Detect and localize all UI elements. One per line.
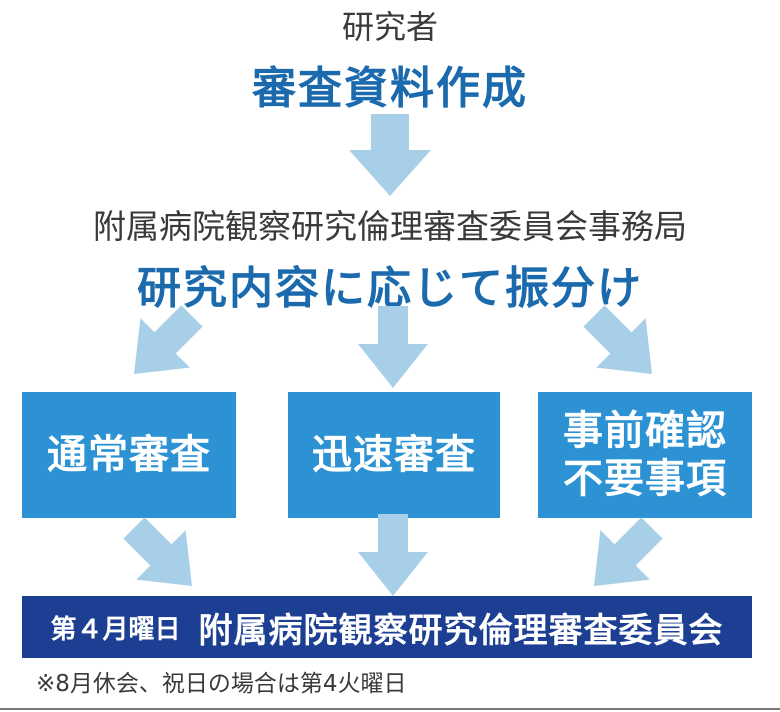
committee-schedule: 第４月曜日	[50, 614, 181, 645]
committee-bar: 第４月曜日 附属病院観察研究倫理審査委員会	[22, 596, 752, 658]
arrow-down-icon	[348, 510, 438, 600]
arrow-down-right-icon	[118, 512, 208, 602]
normal-review-box: 通常審査	[22, 392, 236, 518]
arrow-down-icon	[348, 302, 438, 392]
arrow-down-right-icon	[578, 300, 668, 390]
arrow-down-left-icon	[578, 512, 668, 602]
office-label: 附属病院観察研究倫理審査委員会事務局	[93, 207, 687, 246]
expedited-review-label: 迅速審査	[312, 432, 476, 478]
divider	[0, 708, 780, 710]
arrow-down-left-icon	[118, 300, 208, 390]
office-task: 研究内容に応じて振分け	[137, 263, 643, 314]
expedited-review-box: 迅速審査	[288, 392, 500, 518]
exempt-label-line2: 不要事項	[563, 456, 727, 502]
footnote: ※8月休会、祝日の場合は第4火曜日	[36, 671, 407, 697]
researcher-task: 審査資料作成	[252, 63, 528, 114]
exempt-label-line1: 事前確認	[563, 408, 727, 454]
researcher-label: 研究者	[341, 8, 438, 46]
normal-review-label: 通常審査	[47, 432, 211, 478]
exempt-box: 事前確認 不要事項	[538, 392, 752, 518]
arrow-down-icon	[345, 110, 435, 200]
committee-name: 附属病院観察研究倫理審査委員会	[198, 610, 724, 651]
